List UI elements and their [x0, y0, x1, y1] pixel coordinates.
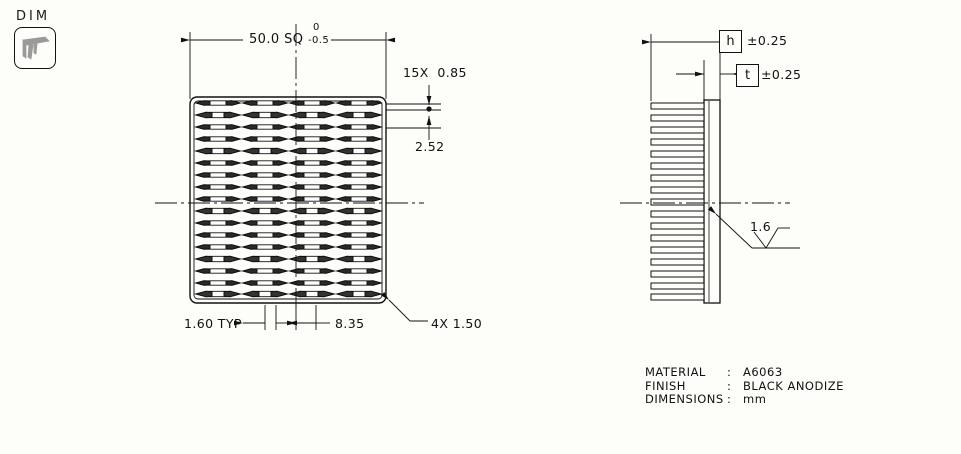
note-colon-dimensions: :: [727, 392, 732, 406]
note-key-finish: FINISH: [645, 378, 686, 393]
dim-badge[interactable]: DIM: [14, 10, 74, 82]
thickness-tolerance-label: ±0.25: [761, 67, 802, 82]
note-row-dimensions: DIMENSIONS : mm: [645, 392, 844, 407]
corner-radius-label: 4X 1.50: [431, 316, 483, 331]
notes-block: MATERIAL : A6063 FINISH : BLACK ANODIZE …: [645, 365, 844, 407]
front-width-tol-upper: 0: [313, 22, 320, 33]
front-view-centerlines: [155, 24, 424, 308]
height-tolerance-label: ±0.25: [747, 33, 788, 48]
note-row-material: MATERIAL : A6063: [645, 365, 844, 380]
note-key-material: MATERIAL: [645, 365, 706, 379]
fin-pitch-label: 15X 0.85: [403, 65, 467, 80]
thickness-symbol: t: [744, 68, 751, 83]
bottom-left-dimension-label: 1.60 TYP: [184, 316, 242, 331]
note-value-finish: BLACK ANODIZE: [743, 378, 844, 393]
bottom-center-dimension-label: 8.35: [335, 316, 365, 331]
thickness-symbol-box: t: [736, 64, 759, 87]
note-key-dimensions: DIMENSIONS: [645, 392, 724, 406]
fin-pitch-dimension: [386, 85, 441, 140]
note-value-dimensions: mm: [743, 392, 767, 406]
front-view-outline: [189, 96, 387, 304]
side-height-dimension: [642, 34, 729, 101]
note-row-finish: FINISH : BLACK ANODIZE: [645, 378, 844, 394]
side-view-fins: [650, 102, 705, 301]
front-width-dimension: [181, 32, 395, 99]
dim-badge-label: DIM: [16, 9, 51, 24]
caliper-icon[interactable]: [14, 27, 56, 69]
surface-finish-label: 1.6: [750, 219, 772, 234]
surface-finish-symbol: [707, 206, 800, 249]
front-bottom-dimensions: [234, 305, 330, 330]
height-symbol: h: [726, 34, 735, 49]
note-value-material: A6063: [743, 365, 783, 379]
side-view-base-plate: [703, 99, 721, 304]
fin-offset-label: 2.52: [415, 139, 445, 154]
side-thickness-dimension: [676, 60, 742, 101]
front-width-tol-lower: -0.5: [308, 35, 330, 46]
front-width-dimension-label: 50.0 SQ: [249, 32, 304, 47]
height-symbol-box: h: [719, 30, 742, 53]
note-colon-finish: :: [727, 378, 732, 393]
note-colon-material: :: [727, 365, 732, 379]
corner-radius-leader: [380, 291, 428, 322]
